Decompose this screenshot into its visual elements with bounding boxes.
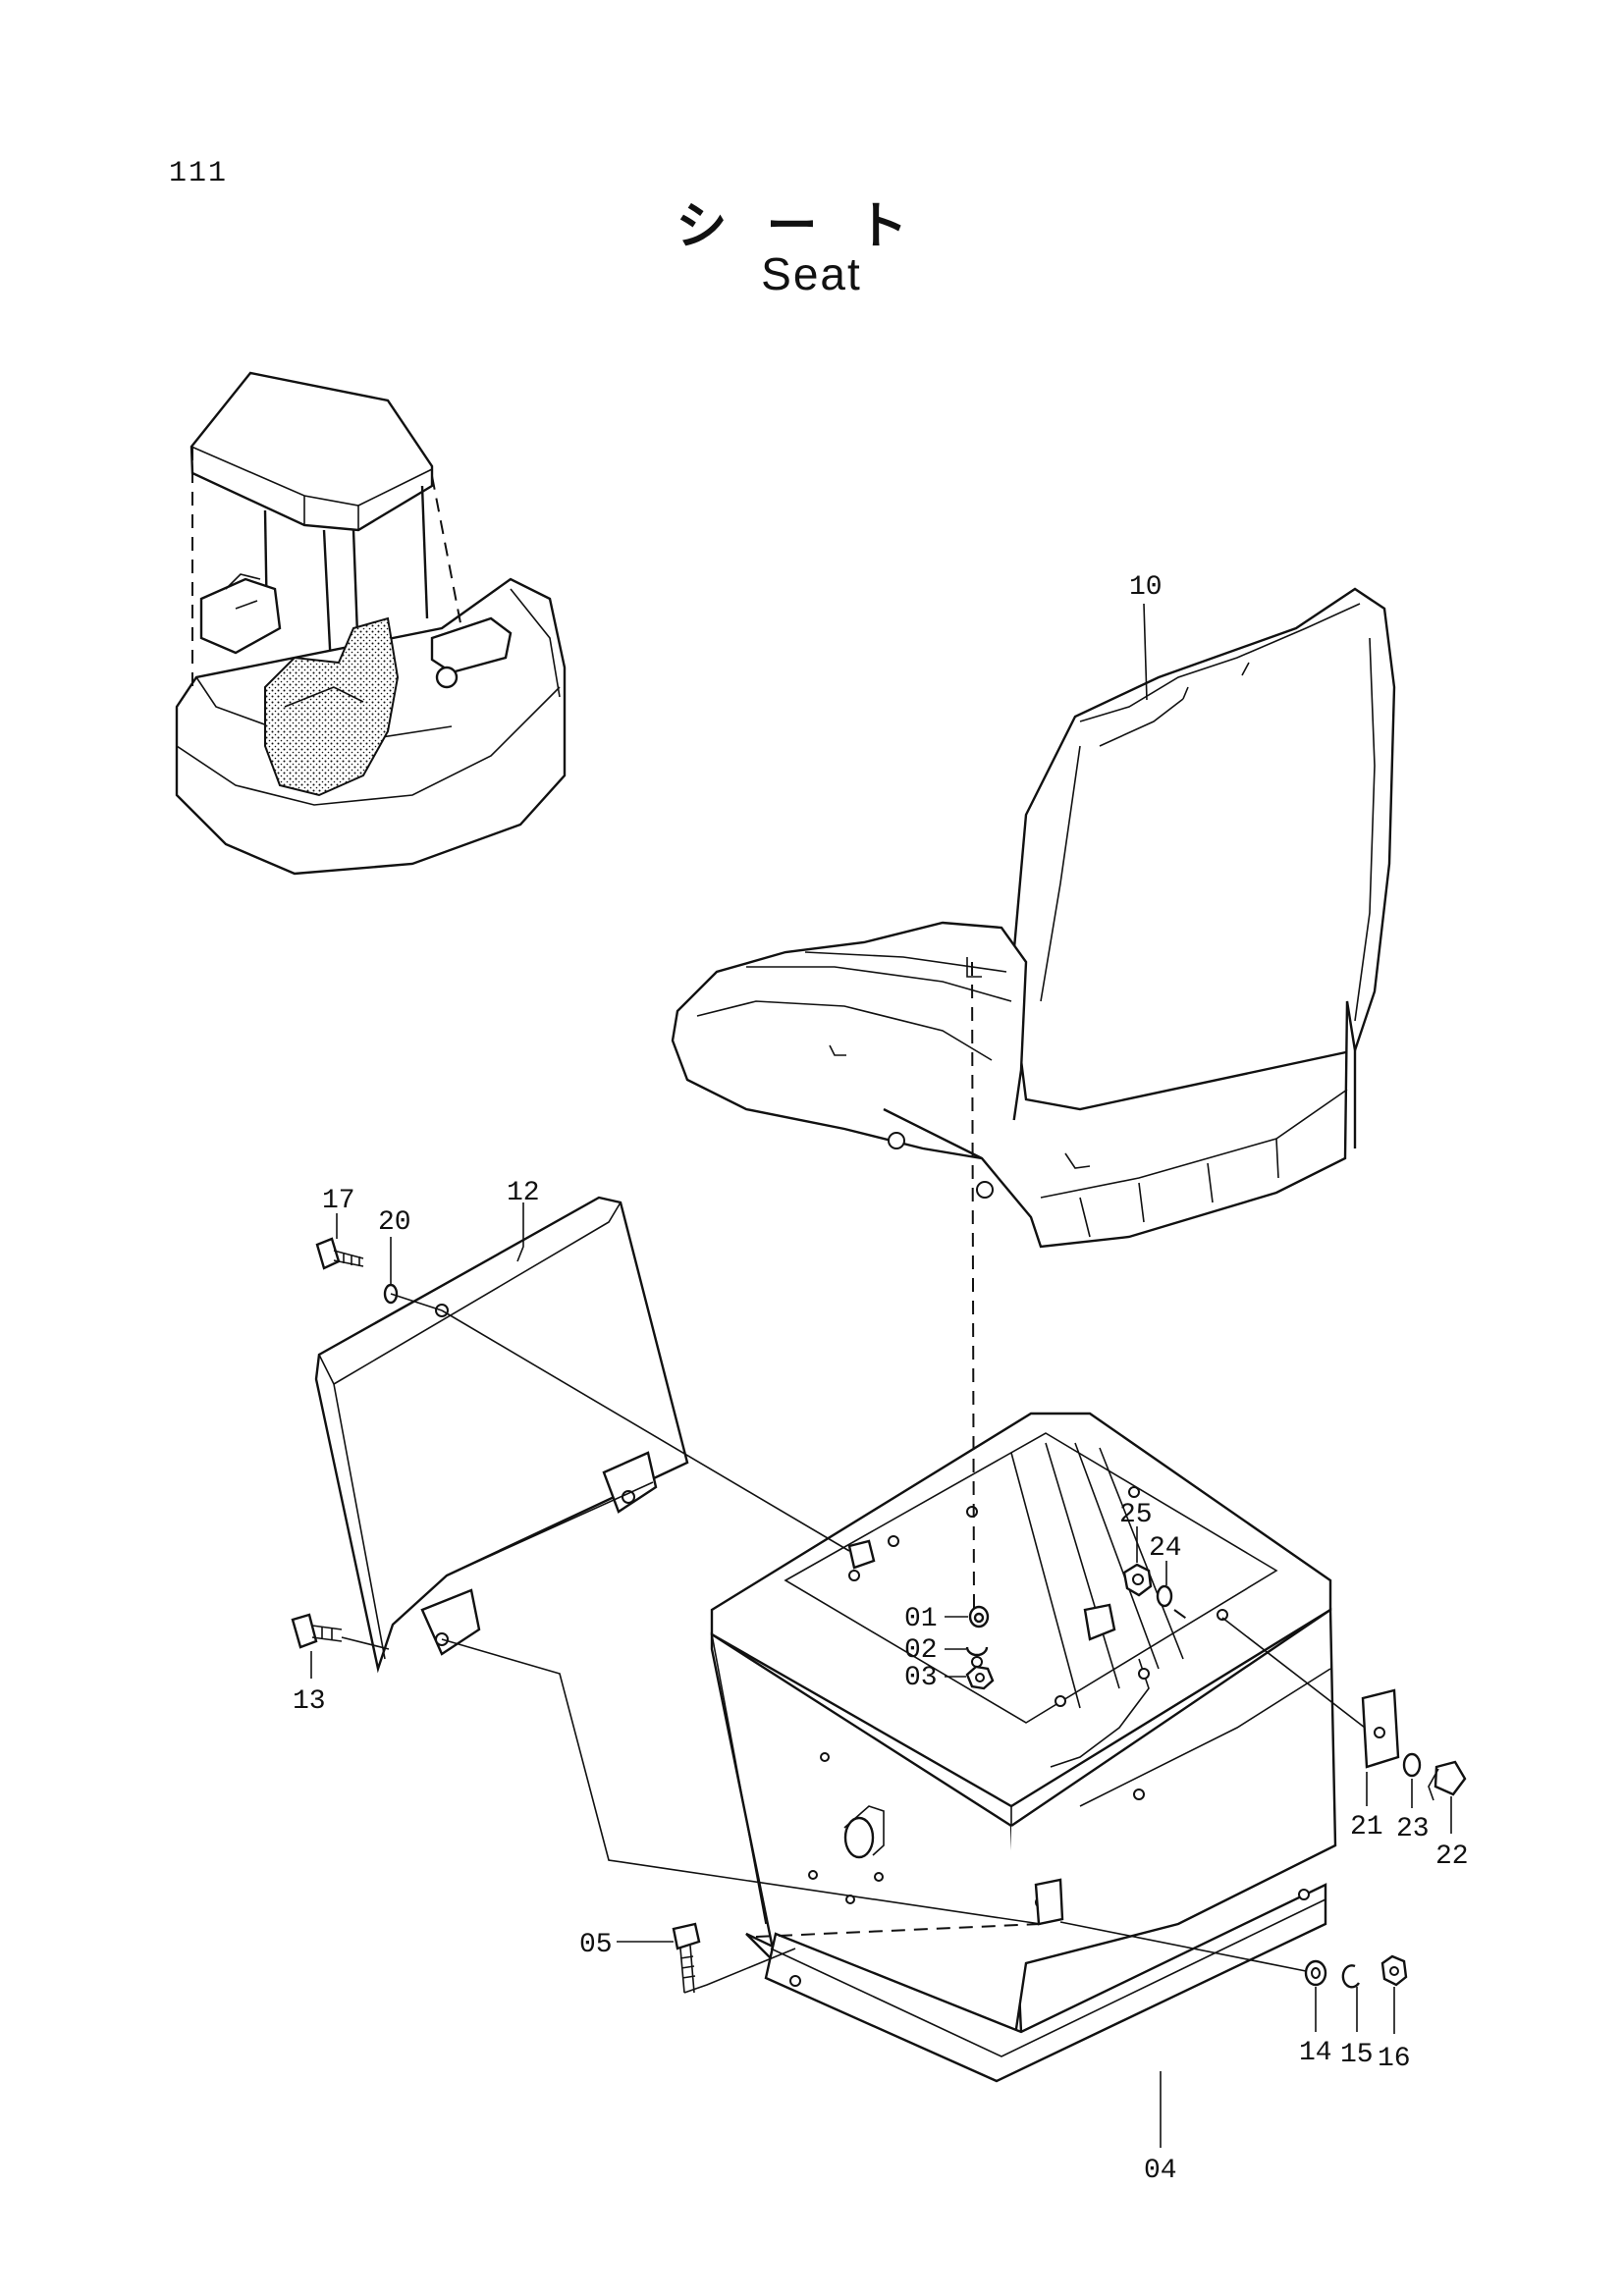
- label-13: 13: [293, 1686, 326, 1717]
- bolt-22: [1428, 1760, 1467, 1801]
- bolt-05: [672, 1922, 701, 1994]
- label-15: 15: [1340, 2040, 1374, 2070]
- label-02: 02: [904, 1635, 938, 1666]
- washer-24: [1156, 1584, 1173, 1608]
- label-04: 04: [1144, 2156, 1177, 2186]
- bolt-13: [291, 1613, 343, 1649]
- cover-panel: [314, 1196, 689, 1674]
- title-english: Seat: [761, 248, 862, 299]
- title-japanese: シート: [676, 197, 947, 256]
- label-25: 25: [1119, 1500, 1153, 1530]
- part-number-labels: 10 12 17 20 13 01 02 03 25 24 21 23 22 0…: [293, 572, 1469, 2186]
- spring-washer-02: [965, 1646, 989, 1657]
- bolt-17: [315, 1237, 364, 1270]
- label-17: 17: [322, 1186, 355, 1216]
- label-24: 24: [1149, 1533, 1182, 1564]
- label-12: 12: [507, 1178, 540, 1208]
- label-01: 01: [904, 1604, 938, 1634]
- hardware-items: [291, 1237, 1467, 1994]
- seat-stand: [710, 1412, 1337, 2083]
- label-16: 16: [1378, 2044, 1411, 2074]
- label-10: 10: [1129, 572, 1163, 603]
- label-22: 22: [1435, 1842, 1469, 1872]
- label-20: 20: [378, 1207, 411, 1238]
- spring-washer-15: [1341, 1964, 1361, 1989]
- label-03: 03: [904, 1663, 938, 1693]
- label-21: 21: [1350, 1812, 1383, 1842]
- label-05: 05: [579, 1930, 613, 1960]
- seat-cushion-assembly: [671, 587, 1396, 1249]
- machine-overview-illustration: [175, 371, 567, 876]
- label-14: 14: [1299, 2038, 1332, 2068]
- page-number: 111: [169, 157, 229, 190]
- washer-23: [1402, 1752, 1422, 1778]
- assembly-lines: [310, 603, 1452, 2148]
- label-23: 23: [1396, 1814, 1430, 1844]
